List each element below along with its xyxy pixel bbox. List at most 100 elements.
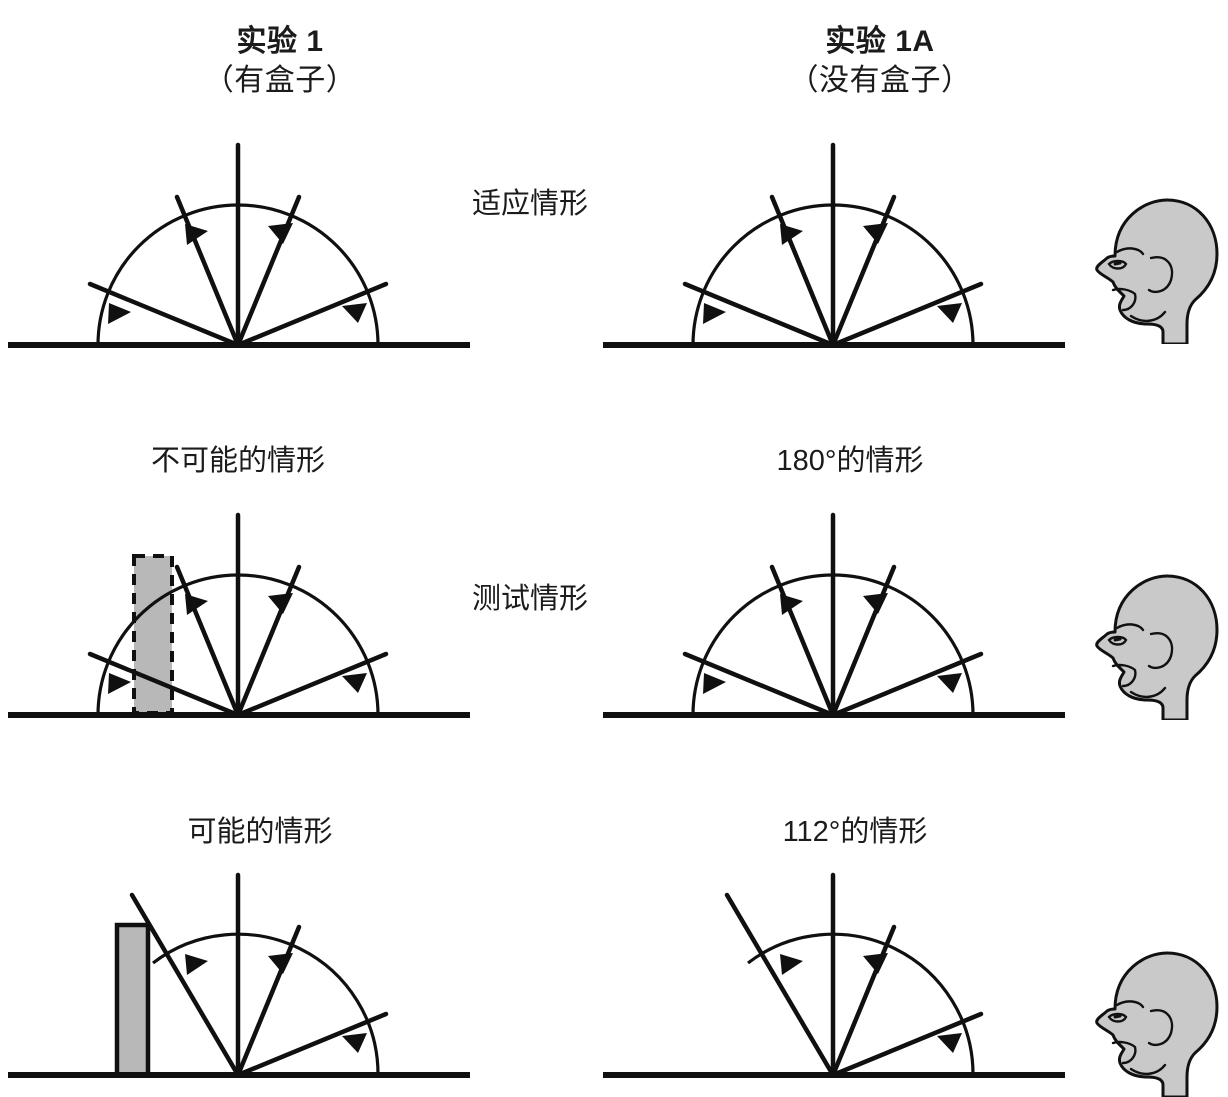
ray-67deg xyxy=(830,564,897,718)
ear-icon xyxy=(1147,632,1174,670)
diagram-mid-right-svg xyxy=(603,512,1065,718)
ray-22deg xyxy=(830,281,984,348)
ear-icon xyxy=(1147,1009,1174,1047)
arc-arrowheads xyxy=(780,953,962,1053)
arc-arrowheads xyxy=(108,593,367,694)
column-title-experiment-1-line2: （有盒子） xyxy=(203,64,357,97)
ray-67deg xyxy=(830,924,897,1078)
ray-22deg xyxy=(235,1011,389,1078)
diagram-top-right xyxy=(595,130,1085,370)
head-outline xyxy=(1095,574,1219,720)
column-title-experiment-1-line1: 实验 1 xyxy=(236,25,324,58)
diagram-bottom-left xyxy=(0,860,490,1097)
ray-157deg xyxy=(682,281,836,348)
ray-67deg xyxy=(235,924,302,1078)
jawline-icon xyxy=(1129,686,1167,699)
arc-arrow-2 xyxy=(863,593,888,614)
head-profile-svg xyxy=(1095,574,1219,720)
column-title-experiment-1a: 实验 1A （没有盒子） xyxy=(730,22,1030,100)
arc-arrow-4 xyxy=(703,673,726,694)
arc-arrow-4 xyxy=(108,303,131,324)
arc-arrow-2 xyxy=(268,953,293,974)
eye-icon xyxy=(1107,1012,1128,1023)
arc-arrow-1 xyxy=(342,303,367,323)
eyebrow-icon xyxy=(1115,247,1145,256)
mouth-icon xyxy=(1111,663,1137,688)
pupil-icon xyxy=(1113,637,1122,642)
rotation-arc xyxy=(691,203,975,346)
row-label-adaptation: 适应情形 xyxy=(471,188,588,220)
head-profile-icon-row-1 xyxy=(1093,192,1225,344)
rotation-arc xyxy=(96,203,380,346)
head-outline xyxy=(1095,951,1219,1097)
arc-arrowheads xyxy=(185,953,367,1053)
mouth-icon xyxy=(1111,1040,1137,1065)
head-profile-svg xyxy=(1095,198,1219,344)
ray-fan xyxy=(87,142,389,348)
head-profile-icon-row-3 xyxy=(1093,945,1225,1097)
jawline-icon xyxy=(1129,1063,1167,1076)
row-label-test: 测试情形 xyxy=(471,583,588,615)
arc-arrow-1 xyxy=(342,673,367,693)
diagram-mid-left-svg xyxy=(8,512,470,718)
eye-icon xyxy=(1107,259,1128,270)
rotation-arc xyxy=(96,573,380,716)
ray-fan xyxy=(129,872,389,1078)
arc-arrow-1 xyxy=(937,1033,962,1053)
arc-arrow-3 xyxy=(185,954,208,975)
column-title-experiment-1a-line2: （没有盒子） xyxy=(788,64,972,97)
column-title-experiment-1a-line1: 实验 1A xyxy=(825,25,935,58)
rotation-arc xyxy=(747,932,975,1076)
arc-arrow-3 xyxy=(780,224,803,245)
panel-title-180-degrees: 180°的情形 xyxy=(776,445,924,477)
arc-arrow-1 xyxy=(937,673,962,693)
arc-arrowheads xyxy=(703,593,962,694)
rotation-arc xyxy=(152,932,380,1076)
ear-icon xyxy=(1147,256,1174,294)
ray-112deg xyxy=(129,892,241,1078)
panel-title-impossible: 不可能的情形 xyxy=(150,445,325,477)
ray-22deg xyxy=(235,281,389,348)
head-outline xyxy=(1095,198,1219,344)
arc-arrow-2 xyxy=(268,593,293,614)
ray-112deg xyxy=(174,564,241,718)
ray-112deg xyxy=(724,892,836,1078)
arc-arrow-4 xyxy=(703,303,726,324)
diagram-bottom-right xyxy=(595,860,1085,1097)
eye-icon xyxy=(1107,635,1128,646)
arc-arrow-4 xyxy=(108,673,131,694)
diagram-mid-right xyxy=(595,500,1085,740)
diagram-top-right-svg xyxy=(603,142,1065,348)
ray-112deg xyxy=(769,564,836,718)
arc-arrowheads xyxy=(108,223,367,324)
occluder-box-solid xyxy=(114,922,151,1078)
arc-arrowheads xyxy=(703,223,962,324)
arc-arrow-2 xyxy=(863,223,888,244)
ray-67deg xyxy=(235,564,302,718)
ray-112deg xyxy=(174,194,241,348)
arc-arrow-2 xyxy=(863,953,888,974)
ray-157deg xyxy=(682,651,836,718)
ray-67deg xyxy=(235,194,302,348)
column-title-experiment-1: 实验 1 （有盒子） xyxy=(130,22,430,100)
arc-arrow-3 xyxy=(185,594,208,615)
pupil-icon xyxy=(1113,261,1122,266)
head-profile-svg xyxy=(1095,951,1219,1097)
pupil-icon xyxy=(1113,1014,1122,1019)
panel-title-possible: 可能的情形 xyxy=(187,816,333,848)
arc-arrow-1 xyxy=(937,303,962,323)
mouth-icon xyxy=(1111,287,1137,312)
rotation-arc xyxy=(691,573,975,716)
arc-arrow-3 xyxy=(185,224,208,245)
jawline-icon xyxy=(1129,310,1167,323)
diagram-top-left-svg xyxy=(8,142,470,348)
arc-arrow-3 xyxy=(780,954,803,975)
arc-arrow-1 xyxy=(342,1033,367,1053)
ray-fan xyxy=(724,872,984,1078)
ray-22deg xyxy=(830,1011,984,1078)
ray-fan xyxy=(682,142,984,348)
ray-67deg xyxy=(830,194,897,348)
ray-fan xyxy=(87,512,389,718)
head-profile-icon-row-2 xyxy=(1093,568,1225,720)
